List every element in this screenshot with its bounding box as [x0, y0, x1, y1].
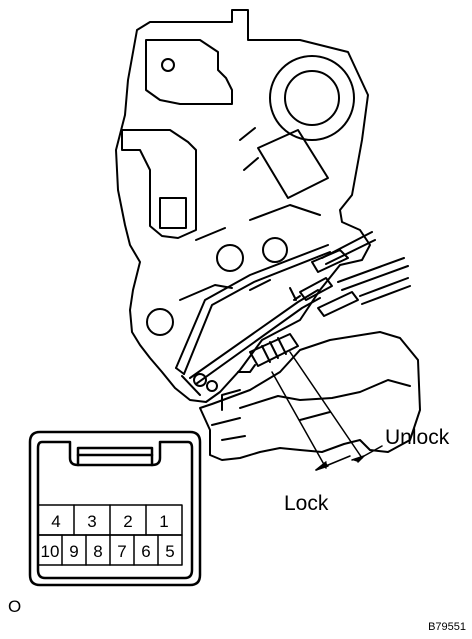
mount-hole-mid — [216, 244, 244, 272]
pin-3: 3 — [87, 512, 96, 531]
pin-4: 4 — [51, 512, 60, 531]
control-cables — [289, 231, 411, 317]
unlock-label: Unlock — [385, 426, 450, 449]
mount-hole-top — [161, 58, 175, 72]
lock-label: Lock — [284, 492, 329, 515]
lower-housing — [199, 331, 421, 461]
round-boss-inner — [284, 70, 340, 126]
guide-slot — [121, 129, 197, 239]
lock-body-outline — [115, 9, 371, 403]
lock-knob — [237, 333, 299, 373]
connector-outline — [28, 430, 202, 587]
pin-8: 8 — [93, 542, 102, 561]
figure-code: B79551 — [428, 621, 466, 633]
lock-linkage — [175, 244, 331, 396]
actuator-block — [257, 129, 329, 199]
pin-7: 7 — [117, 542, 126, 561]
mount-hole-lower — [146, 308, 174, 336]
round-boss-outer — [269, 55, 355, 141]
dimension-lines — [271, 351, 383, 471]
terminal-view-label: O — [8, 597, 21, 616]
pin-5: 5 — [165, 542, 174, 561]
upper-bracket — [145, 39, 233, 105]
pin-10: 10 — [41, 542, 60, 561]
pin-6: 6 — [141, 542, 150, 561]
pin-9: 9 — [69, 542, 78, 561]
connector-pin-grid — [37, 504, 183, 566]
pin-1: 1 — [159, 512, 168, 531]
pin-2: 2 — [123, 512, 132, 531]
